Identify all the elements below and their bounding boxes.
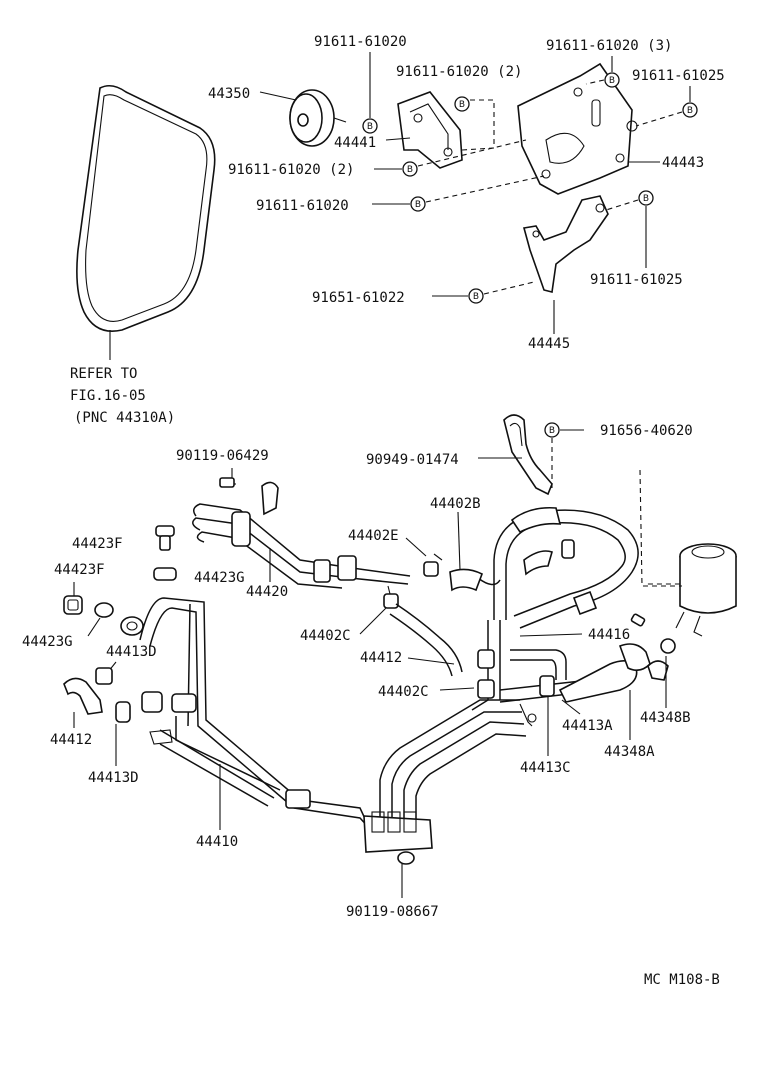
clamp-44402c-top	[383, 585, 399, 609]
svg-text:B: B	[687, 106, 693, 116]
hose-44412-left	[63, 677, 103, 715]
bracket-44445	[522, 195, 609, 293]
label-91611-61020-2-top: 91611-61020 (2)	[396, 64, 522, 80]
bolt-symbol: B	[454, 96, 470, 112]
oil-reservoir	[675, 543, 737, 637]
leader-44402c-mid	[439, 687, 475, 691]
dashed-guide	[635, 111, 683, 127]
gasket-44423g	[153, 567, 177, 581]
label-91611-61020-3: 91611-61020 (3)	[546, 38, 672, 54]
bracket-44443	[517, 62, 638, 195]
svg-text:B: B	[643, 194, 649, 204]
label-44443: 44443	[662, 155, 704, 171]
svg-text:B: B	[473, 292, 479, 302]
label-44445: 44445	[528, 336, 570, 352]
leader-44350	[259, 91, 297, 101]
svg-text:B: B	[609, 76, 615, 86]
label-91611-61020-2-mid: 91611-61020 (2)	[228, 162, 354, 178]
leader-44402e	[405, 537, 427, 557]
bolt-symbol: B	[410, 196, 426, 212]
leader-44402b	[457, 511, 461, 571]
leader-44416	[519, 633, 583, 637]
label-91611-61020-low: 91611-61020	[256, 198, 349, 214]
union-bolt-44423f-2	[63, 595, 83, 615]
bolt-90119-08667	[397, 851, 415, 865]
union-bolt-44423f	[155, 525, 175, 551]
dashed-guide	[605, 199, 639, 211]
clamp-44402e	[423, 553, 443, 577]
label-44402e: 44402E	[348, 528, 399, 544]
label-44410: 44410	[196, 834, 238, 850]
label-44402c-top: 44402C	[300, 628, 351, 644]
hose-44412-center	[389, 603, 463, 677]
svg-text:B: B	[415, 200, 421, 210]
idler-pulley	[289, 89, 347, 147]
label-91651-61022: 91651-61022	[312, 290, 405, 306]
label-91656-40620: 91656-40620	[600, 423, 693, 439]
label-44413d-top: 44413D	[106, 644, 157, 660]
label-44413a: 44413A	[562, 718, 613, 734]
bolt-symbol: B	[362, 118, 378, 134]
leader-44423g-left	[87, 617, 101, 637]
label-44423g-top: 44423G	[194, 570, 245, 586]
figure-code: MC M108-B	[644, 972, 720, 988]
label-44423f-top: 44423F	[72, 536, 123, 552]
dashed-guide	[639, 469, 682, 587]
label-44412-center: 44412	[360, 650, 402, 666]
label-44348a: 44348A	[604, 744, 655, 760]
reservoir-bracket	[503, 414, 553, 496]
leader-44413a	[561, 699, 581, 715]
tube-assembly-44420	[192, 481, 411, 589]
svg-text:B: B	[407, 165, 413, 175]
leader-44412-center	[407, 657, 455, 665]
label-91611-61025-low: 91611-61025	[590, 272, 683, 288]
svg-text:B: B	[367, 122, 373, 132]
label-44350: 44350	[208, 86, 250, 102]
label-44402b: 44402B	[430, 496, 481, 512]
bolt-symbol: B	[468, 288, 484, 304]
label-44423g-left: 44423G	[22, 634, 73, 650]
leader-44441	[385, 137, 411, 141]
dashed-guide	[417, 139, 527, 167]
dashed-guide	[461, 99, 495, 151]
label-44420: 44420	[246, 584, 288, 600]
label-44412-left: 44412	[50, 732, 92, 748]
dashed-guide	[483, 281, 535, 295]
bolt-symbol: B	[682, 102, 698, 118]
bolt-90119-06429	[219, 477, 235, 488]
bolt-symbol: B	[604, 72, 620, 88]
belt-note-line2: FIG.16-05	[70, 388, 146, 404]
label-44413d-bottom: 44413D	[88, 770, 139, 786]
gasket-44423g-2	[94, 602, 144, 636]
dashed-guide	[425, 175, 545, 203]
bolt-symbol: B	[638, 190, 654, 206]
hose-44402b	[449, 568, 501, 592]
bracket-44441	[397, 91, 463, 169]
label-44402c-mid: 44402C	[378, 684, 429, 700]
return-tube-group	[471, 613, 676, 727]
label-44441: 44441	[334, 135, 376, 151]
label-91611-61020-top: 91611-61020	[314, 34, 407, 50]
svg-text:B: B	[459, 100, 465, 110]
label-90119-06429: 90119-06429	[176, 448, 269, 464]
label-44416: 44416	[588, 627, 630, 643]
return-hose	[493, 506, 639, 629]
belt-note-line1: REFER TO	[70, 366, 137, 382]
label-91611-61025-top: 91611-61025	[632, 68, 725, 84]
dashed-guide	[585, 79, 605, 85]
label-90119-08667: 90119-08667	[346, 904, 439, 920]
label-44348b: 44348B	[640, 710, 691, 726]
v-belt	[76, 84, 216, 332]
label-44423f-mid: 44423F	[54, 562, 105, 578]
label-44413c: 44413C	[520, 760, 571, 776]
clamp-44413d	[95, 667, 131, 723]
svg-text:B: B	[549, 426, 555, 436]
pressure-tube-44410	[139, 597, 527, 853]
bolt-symbol: B	[544, 422, 560, 438]
bolt-symbol: B	[402, 161, 418, 177]
belt-note-line3: (PNC 44310A)	[74, 410, 175, 426]
leader-44402c-top	[359, 607, 387, 635]
label-90949-01474: 90949-01474	[366, 452, 459, 468]
